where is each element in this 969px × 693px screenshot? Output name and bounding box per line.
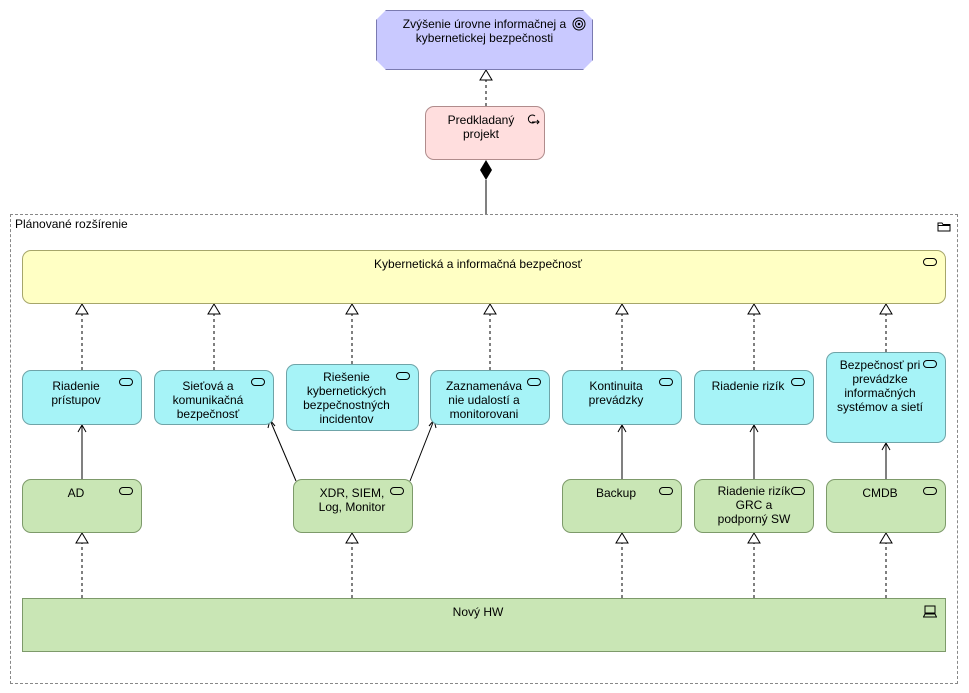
app-service-xdr[interactable]: XDR, SIEM, Log, Monitor xyxy=(293,479,413,533)
composition-diamond xyxy=(480,160,492,180)
app-service-label: AD xyxy=(67,486,85,500)
project-label: Predkladaný projekt xyxy=(447,113,515,141)
service-node-continuity[interactable]: Kontinuita prevádzky xyxy=(562,370,682,425)
service-icon xyxy=(119,487,133,495)
hardware-node[interactable]: Nový HW xyxy=(22,598,946,652)
service-icon xyxy=(923,360,937,368)
realizations-from-hw xyxy=(75,532,893,598)
service-node-network[interactable]: Sieťová a komunikačná bezpečnosť xyxy=(154,370,274,425)
service-label: Zaznamenáva nie udalostí a monitorovani xyxy=(445,379,523,421)
folder-icon xyxy=(937,222,951,232)
goal-target-icon xyxy=(572,17,586,31)
project-node[interactable]: Predkladaný projekt xyxy=(425,106,545,160)
service-node-access[interactable]: Riadenie prístupov xyxy=(22,370,142,425)
app-service-backup[interactable]: Backup xyxy=(562,479,682,533)
realizations-to-business xyxy=(75,303,893,370)
service-icon xyxy=(923,487,937,495)
service-icon xyxy=(659,487,673,495)
service-icon xyxy=(527,378,541,386)
service-label: Riadenie rizík xyxy=(711,379,785,393)
device-icon xyxy=(923,605,937,618)
hardware-label: Nový HW xyxy=(452,605,504,619)
service-label: Riešenie kybernetických bezpečnostných i… xyxy=(303,370,390,426)
service-icon xyxy=(251,378,265,386)
app-service-ad[interactable]: AD xyxy=(22,479,142,533)
service-label: Sieťová a komunikačná bezpečnosť xyxy=(172,379,244,421)
app-service-label: CMDB xyxy=(862,486,898,500)
service-node-logging[interactable]: Zaznamenáva nie udalostí a monitorovani xyxy=(430,370,550,425)
service-icon xyxy=(791,378,805,386)
service-icon xyxy=(396,372,410,380)
service-icon xyxy=(923,258,937,266)
goal-node[interactable]: Zvýšenie úrovne informačnej a kybernetic… xyxy=(376,10,593,70)
service-node-incidents[interactable]: Riešenie kybernetických bezpečnostných i… xyxy=(286,364,419,431)
service-icon xyxy=(119,378,133,386)
app-service-label: XDR, SIEM, Log, Monitor xyxy=(318,486,386,514)
work-package-icon xyxy=(527,114,540,125)
service-label: Bezpečnosť pri prevádzke informačných sy… xyxy=(836,358,924,414)
service-node-risk[interactable]: Riadenie rizík xyxy=(694,370,814,425)
service-label: Kontinuita prevádzky xyxy=(588,379,644,407)
service-node-operations[interactable]: Bezpečnosť pri prevádzke informačných sy… xyxy=(826,352,946,443)
realization-head xyxy=(479,69,493,81)
serving-relations xyxy=(77,418,891,482)
goal-label: Zvýšenie úrovne informačnej a kybernetic… xyxy=(402,17,567,45)
app-service-label: Riadenie rizík GRC a podporný SW xyxy=(717,484,791,526)
business-service-label: Kybernetická a informačná bezpečnosť xyxy=(374,257,582,271)
service-icon xyxy=(659,378,673,386)
group-label: Plánované rozšírenie xyxy=(15,217,128,231)
planned-extension-group[interactable]: Plánované rozšírenie xyxy=(10,214,958,684)
service-label: Riadenie prístupov xyxy=(51,379,101,407)
app-service-cmdb[interactable]: CMDB xyxy=(826,479,946,533)
app-service-grc[interactable]: Riadenie rizík GRC a podporný SW xyxy=(694,479,814,533)
app-service-label: Backup xyxy=(595,486,637,500)
business-service-node[interactable]: Kybernetická a informačná bezpečnosť xyxy=(22,250,946,304)
service-icon xyxy=(390,487,404,495)
service-icon xyxy=(791,487,805,495)
